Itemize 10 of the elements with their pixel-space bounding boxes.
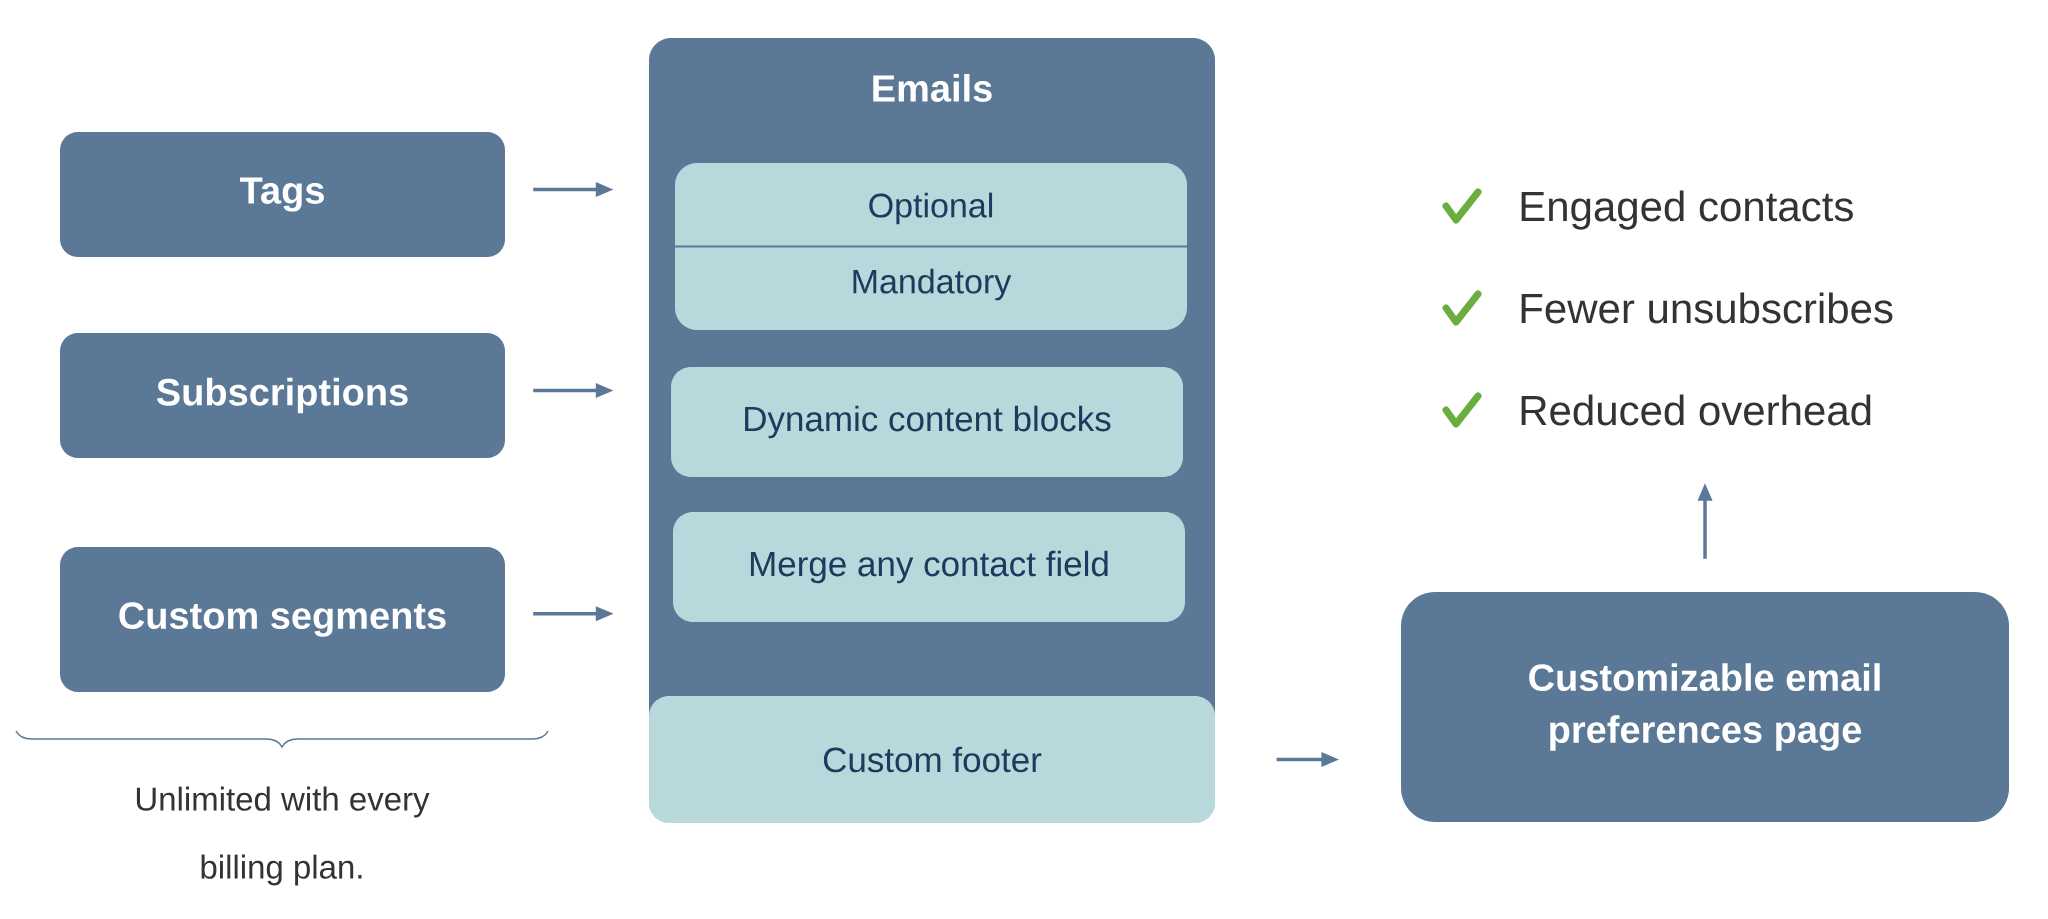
benefit-list: Engaged contacts Fewer unsubscribes Reduced overhead — [1521, 190, 1893, 426]
process-box: Subscriptions — [60, 333, 505, 458]
content-box: Merge any contact field — [673, 512, 1185, 622]
content-box: Dynamic content blocks — [671, 367, 1183, 477]
process-box: Customizable email preferences page — [1401, 592, 2009, 822]
split-box: Optional Mandatory — [675, 163, 1187, 330]
content-box: Custom footer — [649, 696, 1215, 823]
process-box: Custom segments — [60, 547, 505, 692]
note-text: Unlimited with every billing plan. — [136, 786, 430, 886]
process-box: Tags — [60, 132, 505, 257]
